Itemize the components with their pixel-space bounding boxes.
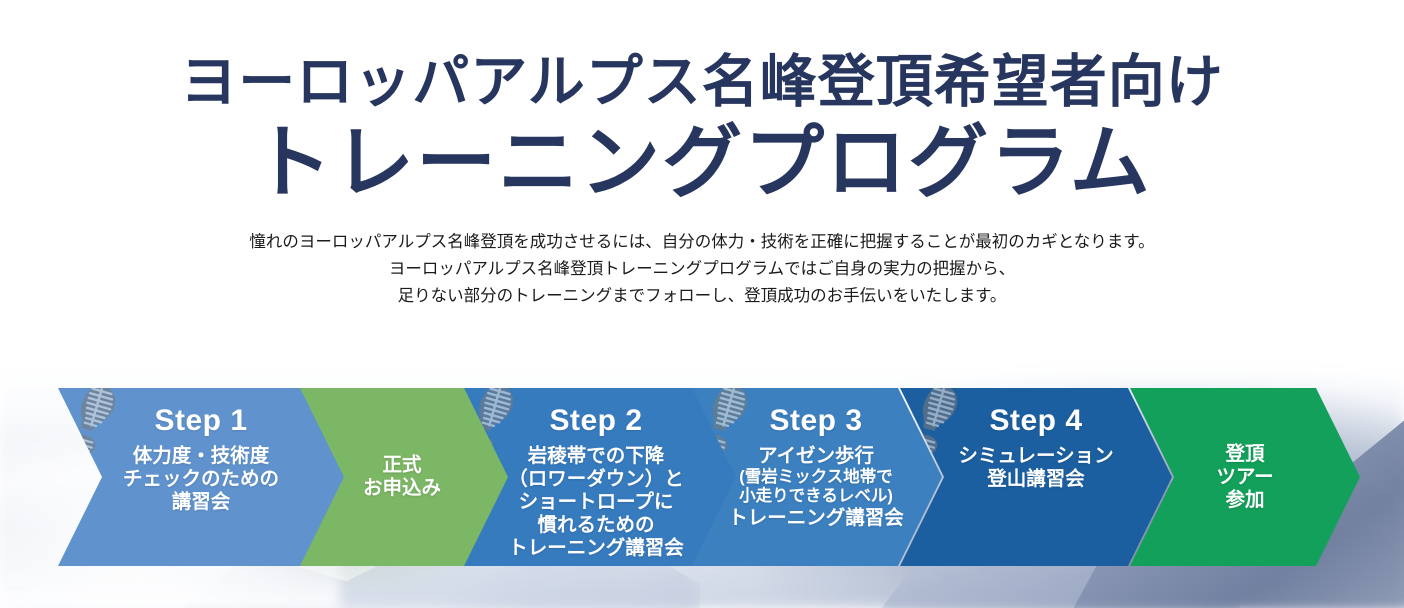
background-top-fade <box>0 330 1404 394</box>
flow-step-2-label: Step 2 <box>549 404 643 437</box>
flow-step-2-body-line3: ショートロープに <box>518 491 674 513</box>
lead-line-2: ヨーロッパアルプス名峰登頂トレーニングプログラムではご自身の実力の把握から、 <box>388 259 1016 278</box>
page-header: ヨーロッパアルプス名峰登頂希望者向け トレーニングプログラム <box>0 0 1404 207</box>
flow-step-1-body-line1: 体力度・技術度 <box>132 445 270 467</box>
flow-step-1-body-line2: チェックのための <box>122 468 279 490</box>
flow-step-3-body: アイゼン歩行 (雪岩ミックス地帯で 小走りできるレベル) トレーニング講習会 <box>728 445 904 530</box>
flow-step-summit-tour-line3: 参加 <box>1225 488 1265 511</box>
flow-step-1-body: 体力度・技術度 チェックのための 講習会 <box>123 445 279 514</box>
flow-step-summit-tour-line1: 登頂 <box>1225 442 1265 465</box>
flow-step-4-label: Step 4 <box>989 404 1083 437</box>
flow-step-3-body-line1: アイゼン歩行 <box>757 445 874 467</box>
flow-step-1[interactable]: Step 1 体力度・技術度 チェックのための 講習会 <box>58 388 344 566</box>
page-title-line1: ヨーロッパアルプス名峰登頂希望者向け <box>180 50 1224 114</box>
lead-paragraph: 憧れのヨーロッパアルプス名峰登頂を成功させるには、自分の体力・技術を正確に把握す… <box>0 229 1404 309</box>
flow-step-2-body: 岩稜帯での下降 （ロワーダウン）と ショートロープに 慣れるための トレーニング… <box>508 445 684 560</box>
boot-print-icon <box>63 388 126 461</box>
flow-step-4-body-line2: 登山講習会 <box>987 468 1085 490</box>
step-flow: Step 1 体力度・技術度 チェックのための 講習会 正式 お申込み <box>0 388 1404 566</box>
flow-step-4[interactable]: Step 4 シミュレーション 登山講習会 <box>900 388 1172 566</box>
flow-step-summit-tour-line2: ツアー <box>1216 465 1274 488</box>
flow-step-3-label: Step 3 <box>769 404 863 437</box>
flow-step-application-body: 正式 お申込み <box>363 454 441 500</box>
flow-step-2-body-line1: 岩稜帯での下降 <box>527 445 665 467</box>
flow-step-4-body: シミュレーション 登山講習会 <box>958 445 1113 491</box>
flow-step-1-label: Step 1 <box>154 404 248 437</box>
flow-step-application-line1: 正式 <box>382 454 422 476</box>
flow-step-application-line2: お申込み <box>362 477 441 499</box>
flow-step-summit-tour-body: 登頂 ツアー 参加 <box>1216 443 1273 512</box>
flow-step-3-body-line3: 小走りできるレベル) <box>739 487 893 506</box>
flow-step-2-body-line5: トレーニング講習会 <box>508 537 684 559</box>
flow-step-3-body-line2: (雪岩ミックス地帯で <box>739 468 893 486</box>
flow-step-1-body-line3: 講習会 <box>171 491 231 513</box>
flow-step-3-body-line4: トレーニング講習会 <box>728 506 904 529</box>
lead-line-3: 足りない部分のトレーニングまでフォローし、登頂成功のお手伝いをいたします。 <box>397 286 1007 305</box>
flow-step-2-body-line4: 慣れるための <box>537 514 655 536</box>
lead-line-1: 憧れのヨーロッパアルプス名峰登頂を成功させるには、自分の体力・技術を正確に把握す… <box>249 233 1155 252</box>
page-title-line2: トレーニングプログラム <box>252 117 1152 207</box>
flow-step-2-body-line2: （ロワーダウン）と <box>508 468 684 490</box>
flow-step-4-body-line1: シミュレーション <box>958 445 1114 467</box>
